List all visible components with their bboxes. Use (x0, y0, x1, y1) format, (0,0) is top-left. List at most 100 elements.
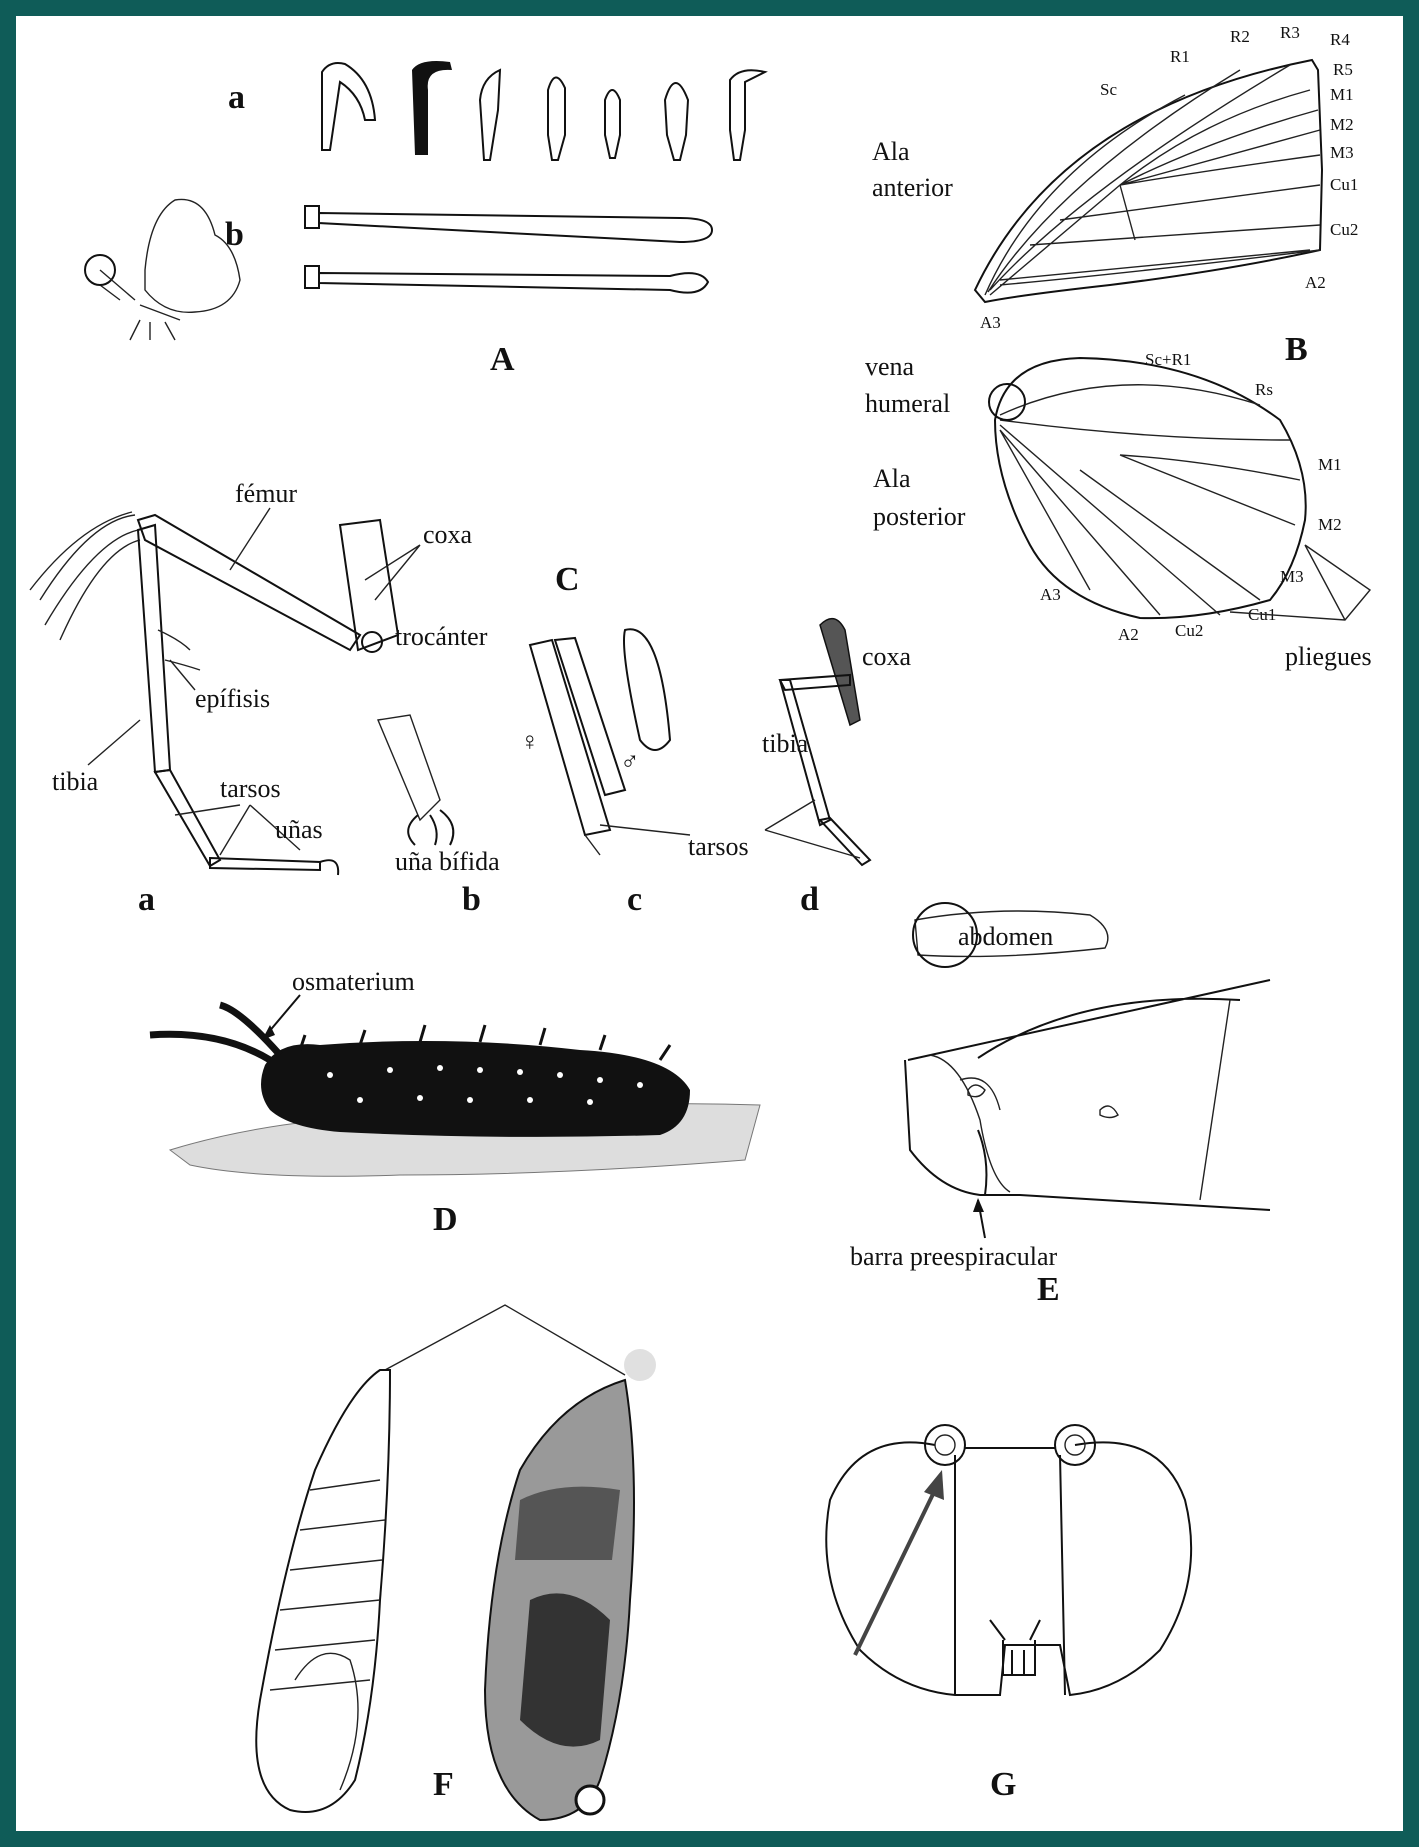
caterpillar-body (261, 1041, 690, 1137)
antenna-base-1 (305, 206, 319, 228)
bar-label: barra preespiracular (850, 1242, 1057, 1271)
forewing-crossvein (1120, 185, 1135, 240)
antenna-shape-4 (548, 77, 565, 160)
pupa-right-wingcase (520, 1593, 610, 1746)
pupa-left-wingcase (295, 1653, 358, 1790)
butterfly-body (100, 285, 180, 340)
antenna-shape-6 (665, 83, 688, 160)
vein-label-m2: M2 (1330, 115, 1354, 134)
panel-g-head: G (826, 1425, 1191, 1803)
panel-f-letter: F (433, 1766, 454, 1803)
ocellus-arrowhead (924, 1470, 944, 1500)
coxa-pointer (365, 545, 420, 600)
vein-label-r1: R1 (1170, 47, 1190, 66)
antenna-shape-3 (480, 70, 500, 160)
hindwing-label-line2: posterior (873, 502, 966, 531)
humeral-label-line2: humeral (865, 389, 950, 418)
coxa-d-shaded (820, 619, 860, 725)
thorax-sutures (930, 1000, 1230, 1200)
claw-a (320, 860, 338, 875)
panel-d-letter: D (433, 1201, 458, 1238)
bifid-claw-segment (378, 715, 440, 820)
antenna-types-row (322, 61, 765, 160)
panel-a-antennae: a b A (85, 61, 765, 378)
pupa-right-spot (576, 1786, 604, 1814)
tarsus-d (820, 818, 870, 865)
antenna-shape-7 (730, 70, 765, 160)
vein-label-r5: R5 (1333, 60, 1353, 79)
head-outline (826, 1442, 1191, 1695)
vein-label-hw-cu2: Cu2 (1175, 621, 1203, 640)
butterfly-outline (85, 199, 240, 340)
pupa-left-segments (270, 1480, 385, 1690)
pupa-left (256, 1370, 390, 1812)
male-symbol: ♂ (620, 747, 640, 776)
panel-e-letter: E (1037, 1271, 1060, 1308)
vein-label-m1: M1 (1330, 85, 1354, 104)
vein-label-rs: Rs (1255, 380, 1273, 399)
panel-f-pupae: F (256, 1305, 656, 1820)
osmaterium-horns (150, 1005, 280, 1060)
female-leg (530, 640, 610, 835)
tarsus-segment-1 (155, 770, 220, 866)
tibia-d-label: tibia (762, 729, 809, 758)
panel-b-wing-venation: Ala anterior Sc R1 R2 R3 R4 R5 M1 M2 M3 … (865, 23, 1372, 671)
vein-label-sc: Sc (1100, 80, 1117, 99)
left-ocellus-inner (935, 1435, 955, 1455)
vein-label-m3: M3 (1330, 143, 1354, 162)
panel-a-sub-a-label: a (228, 79, 245, 116)
vein-label-a3: A3 (980, 313, 1001, 332)
vein-label-a2: A2 (1305, 273, 1326, 292)
panel-e-thorax: abdomen barra preespiracular E (850, 903, 1270, 1308)
panel-b-letter: B (1285, 331, 1308, 368)
vein-label-hw-m3: M3 (1280, 567, 1304, 586)
male-leg-tibia (624, 629, 670, 750)
female-symbol: ♀ (520, 727, 540, 756)
tibia-label: tibia (52, 767, 99, 796)
bifid-claw-hooks (408, 810, 453, 845)
humeral-label-line1: vena (865, 352, 915, 381)
panel-c-sub-a: a (138, 881, 155, 918)
antenna-base-2 (305, 266, 319, 288)
osmaterium-label: osmaterium (292, 967, 415, 996)
preespiracular-bar (978, 1130, 986, 1195)
pupa-right (485, 1349, 656, 1820)
pupa-right-silk-pad (624, 1349, 656, 1381)
tarsi-label: tarsos (220, 774, 281, 803)
vein-label-r3: R3 (1280, 23, 1300, 42)
male-leg-femur (555, 638, 625, 795)
antenna-shape-2 (412, 61, 452, 155)
claws-label: uñas (275, 815, 323, 844)
bar-arrowhead (973, 1198, 984, 1212)
hindwing-vein-labels: Sc+R1 Rs M1 M2 M3 Cu1 Cu2 A2 A3 (1040, 350, 1342, 644)
vein-label-hw-a3: A3 (1040, 585, 1061, 604)
tibia-pointer (88, 720, 140, 765)
head-inner-lines (955, 1455, 1065, 1695)
vein-label-hw-a2: A2 (1118, 625, 1139, 644)
ocellus-arrow-shaft (855, 1490, 935, 1655)
forewing-label-line2: anterior (872, 173, 953, 202)
panel-c-letter: C (555, 561, 580, 598)
vein-label-cu2: Cu2 (1330, 220, 1358, 239)
femur-pointer (230, 508, 270, 570)
trochanter-label: trocánter (395, 622, 488, 651)
hindwing-veins (1000, 385, 1300, 615)
panel-c-legs: fémur coxa trocánter C epífisis tibia ta… (30, 479, 912, 918)
pupa-right-dark-band (515, 1487, 620, 1560)
panel-g-letter: G (990, 1766, 1016, 1803)
antenna-shaft-2 (319, 273, 708, 293)
tarsi-cd-label: tarsos (688, 832, 749, 861)
thorax-drawing (905, 980, 1270, 1210)
vein-label-cu1: Cu1 (1330, 175, 1358, 194)
vein-label-r2: R2 (1230, 27, 1250, 46)
panel-c-sub-c: c (627, 881, 642, 918)
panel-d-caterpillar: osmaterium D (150, 967, 760, 1238)
spiracles (968, 1085, 1118, 1118)
vein-label-sc-r1: Sc+R1 (1145, 350, 1191, 369)
coxa-label: coxa (423, 520, 473, 549)
panel-a-sub-b-label: b (225, 216, 244, 253)
coxa-segment (340, 520, 398, 650)
vein-label-hw-m1: M1 (1318, 455, 1342, 474)
tarsus-segment-2 (210, 858, 320, 870)
